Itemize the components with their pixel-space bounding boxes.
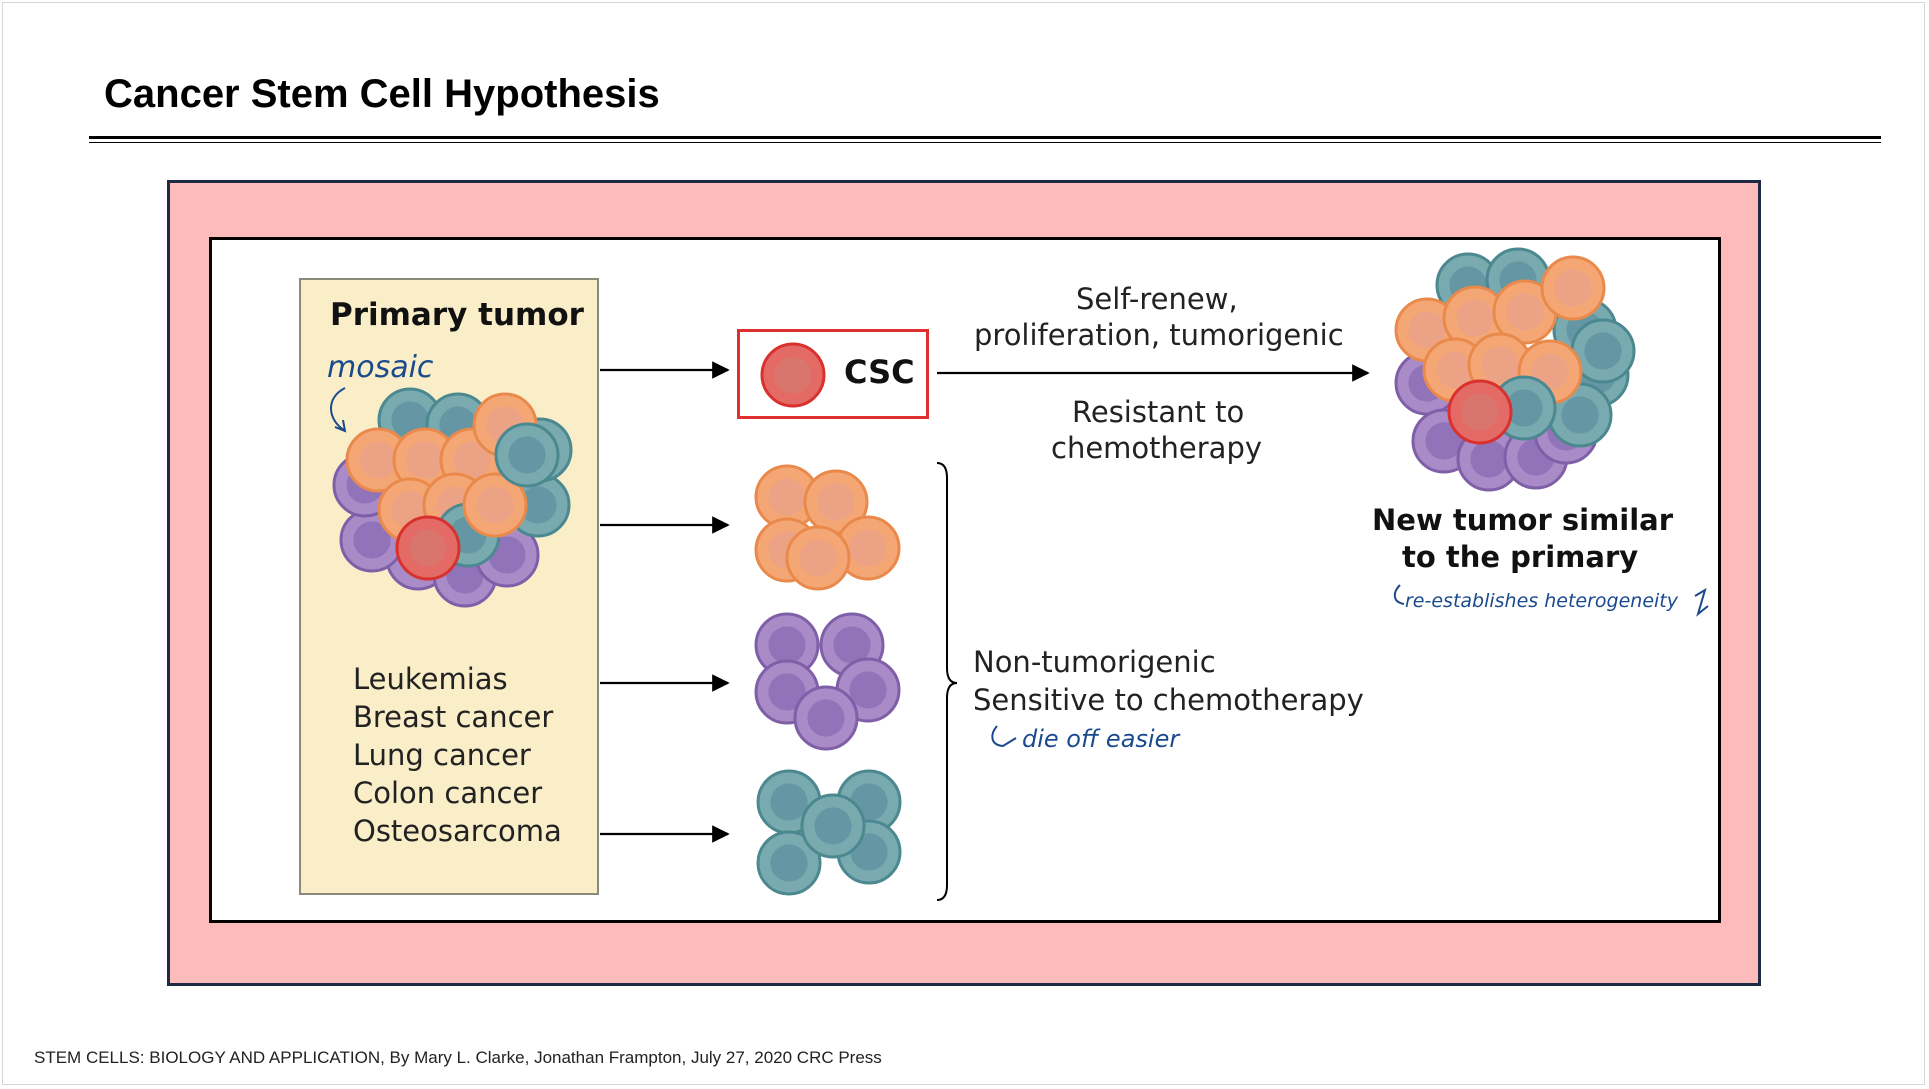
new-tumor-cell [1492,279,1558,345]
slide-title: Cancer Stem Cell Hypothesis [104,72,660,116]
non-csc-line1: Non-tumorigenic [973,645,1216,679]
title-rule-thin [89,142,1881,143]
orange-cell [835,515,901,581]
csc-properties-line2: proliferation, tumorigenic [974,318,1344,352]
purple-cell [793,685,859,751]
mosaic-arrowhead [334,419,347,433]
mosaic-arrow [330,387,346,431]
reestablishes-hook [1393,584,1405,605]
orange-cell [785,525,851,591]
cancer-type-item: Osteosarcoma [353,814,562,848]
tumor-cell [462,472,528,538]
new-tumor-cell [1570,318,1636,384]
die-off-hook [991,725,1017,748]
new-tumor-cell [1442,285,1508,351]
non-csc-brace [936,462,958,901]
cancer-type-item: Colon cancer [353,776,543,810]
primary-tumor-label: Primary tumor [330,297,584,333]
annotation-die-off: die off easier [1022,725,1180,753]
new-tumor-cell [1540,255,1606,321]
annotation-mosaic: mosaic [327,350,434,385]
reestablishes-tail [1694,587,1709,617]
citation-footer: STEM CELLS: BIOLOGY AND APPLICATION, By … [34,1048,882,1067]
cancer-type-item: Lung cancer [353,738,531,772]
csc-cell [395,515,461,581]
cancer-type-item: Leukemias [353,662,508,696]
teal-cell [756,830,822,896]
csc-properties-line1: Self-renew, [1076,282,1238,316]
non-csc-line2: Sensitive to chemotherapy [973,683,1364,717]
annotation-reestablishes: re-establishes heterogeneity [1405,590,1678,612]
orange-cell [803,469,869,535]
new-tumor-line1: New tumor similar [1372,503,1674,537]
csc-label: CSC [844,353,915,391]
new-tumor-line2: to the primary [1402,540,1639,574]
csc-resistant-line1: Resistant to [1072,395,1245,429]
csc-cell [760,342,826,408]
cancer-type-item: Breast cancer [353,700,554,734]
title-rule-thick [89,136,1881,139]
teal-cell [800,793,866,859]
csc-resistant-line2: chemotherapy [1051,431,1263,465]
tumor-cell [494,422,560,488]
csc-cell [1447,379,1513,445]
